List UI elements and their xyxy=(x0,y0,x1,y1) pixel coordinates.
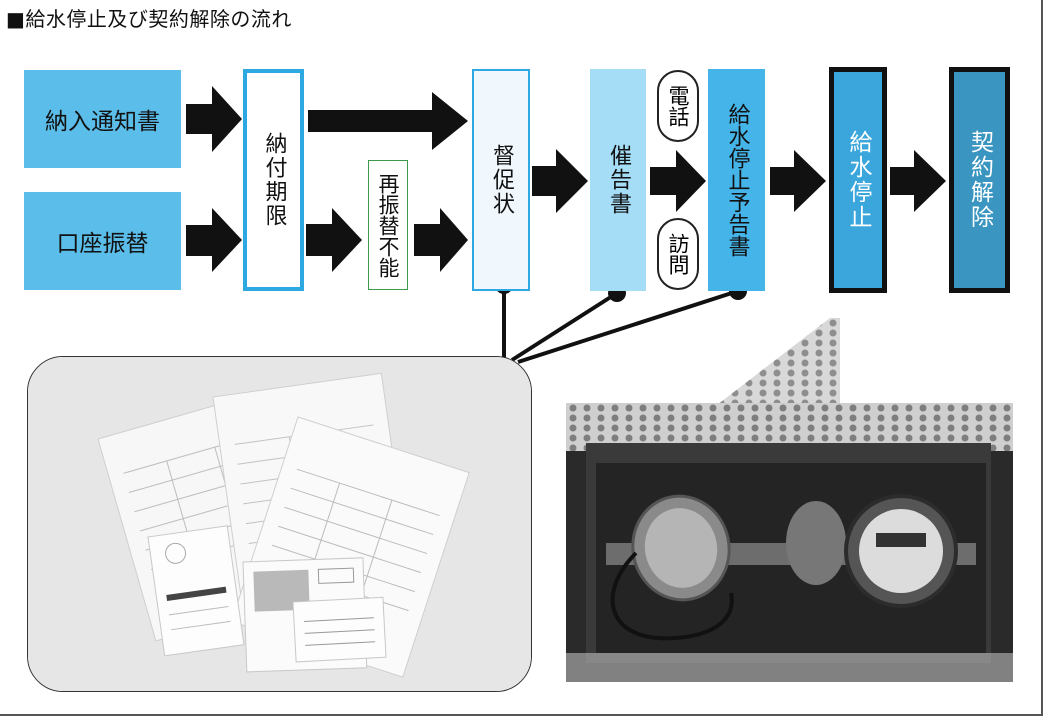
visit-oval: 訪問 xyxy=(657,218,699,290)
arrow-transfer-to-deadline xyxy=(186,208,242,272)
arrow-notice-to-deadline xyxy=(186,86,242,152)
demand-letter-box: 督促状 xyxy=(472,69,530,291)
notice-card-box: 納入通知書 xyxy=(24,70,181,168)
stop-notice-box: 給水停止予告書 xyxy=(708,69,765,291)
arrow-stopnotice-to-stop xyxy=(770,150,826,212)
reminder-letter-label: 催告書 xyxy=(606,144,631,216)
pointer-line-reminder xyxy=(510,291,619,362)
reminder-letter-box: 催告書 xyxy=(590,69,646,291)
arrow-deadline-to-demand-long xyxy=(308,92,468,150)
meter-lid-image xyxy=(700,318,840,418)
meter-photo xyxy=(566,403,1013,682)
contract-cancel-box: 契約解除 xyxy=(949,67,1010,293)
phone-label: 電話 xyxy=(666,85,690,127)
arrow-demand-to-reminder xyxy=(532,149,588,213)
water-stop-box: 給水停止 xyxy=(829,67,887,293)
phone-oval: 電話 xyxy=(657,70,699,142)
meter-illustration xyxy=(566,403,1013,682)
retransfer-failed-label: 再振替不能 xyxy=(376,172,400,278)
notice-card-label: 納入通知書 xyxy=(45,109,160,135)
documents-illustration xyxy=(28,357,531,691)
arrow-retry-to-demand xyxy=(414,208,468,272)
stop-notice-label: 給水停止予告書 xyxy=(724,103,750,257)
retransfer-failed-box: 再振替不能 xyxy=(368,160,408,290)
payment-deadline-box: 納付期限 xyxy=(243,69,304,291)
bank-transfer-label: 口座振替 xyxy=(56,231,149,257)
visit-label: 訪問 xyxy=(666,233,690,275)
arrow-stop-to-cancel xyxy=(890,150,946,212)
arrow-reminder-to-stopnotice xyxy=(650,150,706,212)
documents-photo xyxy=(27,356,532,692)
demand-letter-label: 督促状 xyxy=(489,144,514,216)
payment-deadline-label: 納付期限 xyxy=(261,132,287,228)
page-title: ■給水停止及び契約解除の流れ xyxy=(6,7,292,31)
water-stop-label: 給水停止 xyxy=(845,130,871,230)
pointer-line-stopnotice xyxy=(517,289,739,364)
arrow-deadline-to-retry xyxy=(306,208,362,272)
bank-transfer-box: 口座振替 xyxy=(24,192,181,290)
contract-cancel-label: 契約解除 xyxy=(966,130,993,230)
